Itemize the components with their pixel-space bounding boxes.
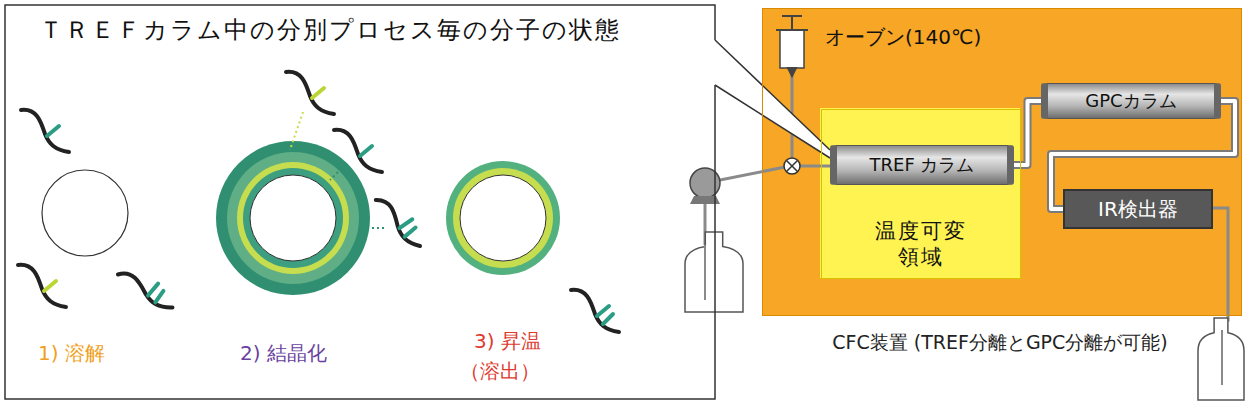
crystal-layer — [243, 168, 343, 268]
node-text: 温度可変 領域 — [866, 218, 975, 271]
callout-wedge — [715, 40, 830, 158]
polymer-chain — [118, 266, 173, 316]
branch — [405, 227, 416, 238]
crystal-layer — [237, 162, 349, 274]
crystal-layer — [216, 141, 370, 295]
tube — [1221, 330, 1223, 385]
waste-bottle — [1198, 318, 1244, 400]
polymer-chain — [571, 290, 619, 332]
step-label: 2) 結晶化 — [240, 340, 327, 367]
tube — [704, 245, 706, 300]
crystal-layer — [250, 175, 336, 261]
branch — [154, 291, 166, 303]
temperature-zone: 温度可変 領域 TREF カラム — [821, 109, 1021, 279]
polymer-chain — [21, 110, 69, 152]
chain — [21, 110, 69, 152]
elution-layer — [446, 161, 560, 275]
step-label: 3) 昇温 — [474, 328, 541, 355]
tref-column: TREF カラム — [830, 145, 1014, 185]
panel-box: ＴＲＥＦカラム中の分別プロセス毎の分子の状態 — [5, 5, 715, 399]
oven-box: オーブン(140℃) 温度可変 領域 TREF カラム GPCカラム IR検出器 — [762, 8, 1242, 316]
branch — [47, 126, 59, 136]
polymer-chain — [334, 130, 382, 172]
branch — [44, 281, 56, 291]
branch — [603, 314, 613, 324]
panel-outline — [5, 5, 830, 399]
chain — [372, 200, 423, 246]
pipe-connector — [1014, 101, 1041, 165]
polymer-chain — [372, 200, 423, 246]
tube — [705, 166, 830, 245]
node-text: IR検出器 — [1098, 197, 1178, 222]
ir-detector: IR検出器 — [1063, 189, 1213, 229]
chain — [571, 290, 619, 332]
valve-cross — [787, 161, 798, 172]
node-text: ＴＲＥＦカラム中の分別プロセス毎の分子の状態 — [39, 15, 621, 45]
syringe-barrel — [780, 30, 804, 68]
pipe — [1014, 101, 1041, 165]
valve — [784, 158, 800, 174]
chain — [334, 130, 382, 172]
chain — [118, 266, 173, 316]
syringe-plunger — [776, 16, 808, 76]
dotted-line — [362, 227, 385, 229]
branch — [312, 88, 324, 98]
branch — [399, 218, 412, 229]
node-text: オーブン(140℃) — [825, 25, 981, 50]
oven-fill — [762, 8, 1242, 316]
branch — [360, 146, 372, 156]
zone-fill — [820, 108, 1020, 278]
step-label: （溶出） — [460, 358, 540, 385]
chain — [286, 72, 334, 114]
solvent-bottle — [685, 232, 743, 312]
dotted-line — [290, 112, 303, 150]
elution-layer — [460, 175, 546, 261]
gpc-column: GPCカラム — [1041, 83, 1221, 119]
node-text: GPCカラム — [1085, 90, 1176, 113]
tube — [1212, 208, 1228, 330]
step-label: 1) 溶解 — [38, 340, 105, 367]
dotted-line — [330, 165, 345, 180]
crystal-layer — [227, 152, 359, 284]
branch — [597, 306, 609, 316]
polymer-chain — [18, 265, 66, 307]
branch — [146, 284, 160, 296]
polymer-chain — [286, 72, 334, 114]
particle — [42, 170, 128, 256]
pipe-bore — [1014, 101, 1041, 165]
elution-layer — [453, 168, 553, 268]
caption: CFC装置 (TREF分離とGPC分離が可能) — [790, 330, 1210, 356]
chain — [18, 265, 66, 307]
node-text: TREF カラム — [870, 154, 975, 177]
